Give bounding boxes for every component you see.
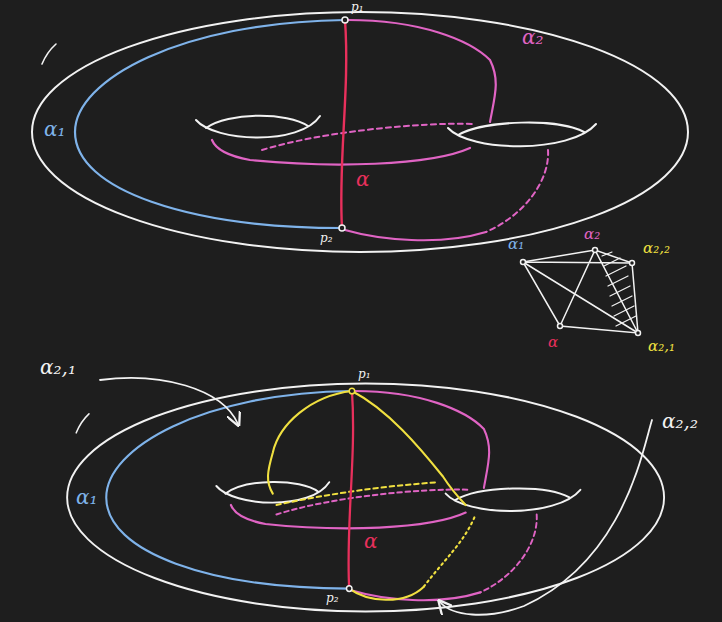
vertex-label: α₂ xyxy=(584,226,600,243)
curve-label: α₁ xyxy=(76,486,98,508)
callout-arrow xyxy=(440,420,652,615)
callout-label: α₂,₂ xyxy=(662,410,698,432)
point-label: p₂ xyxy=(320,232,333,245)
curve-label: α₂ xyxy=(522,26,544,48)
vertex-label: α₁ xyxy=(508,236,524,253)
simplicial-complex xyxy=(521,248,641,336)
vertex-label: α₂,₁ xyxy=(648,338,675,355)
vertex-label: α xyxy=(548,334,558,351)
point-label: p₂ xyxy=(326,592,339,605)
point-label: p₁ xyxy=(358,368,371,381)
genus-two-surface xyxy=(32,12,688,252)
curve-label: α₁ xyxy=(44,118,66,140)
callout-arrow xyxy=(100,378,238,424)
curve-label: α xyxy=(364,530,378,552)
genus-two-surface-cut xyxy=(67,383,664,611)
curve-label: α xyxy=(356,168,370,190)
callout-label: α₂,₁ xyxy=(40,356,76,378)
point-label: p₁ xyxy=(351,1,364,14)
vertex-label: α₂,₂ xyxy=(643,240,670,257)
